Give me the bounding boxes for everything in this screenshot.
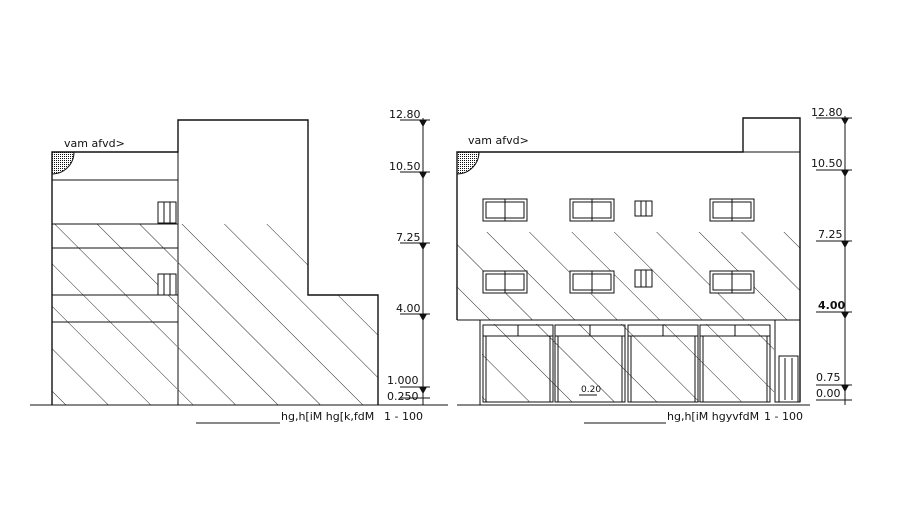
left-roof-dome-icon (51, 151, 75, 175)
right-level-4-00: 4.00 (818, 299, 845, 312)
left-elevation-scale: 1 - 100 (384, 410, 423, 423)
right-windows-first-floor (482, 198, 755, 222)
right-level-7-25: 7.25 (818, 228, 843, 241)
right-level-0-75: 0.75 (816, 371, 841, 384)
right-entrance-door (778, 355, 799, 403)
left-elevation: vam afvd> 12.80 10.50 7.25 4.00 1.000 0.… (30, 108, 448, 424)
right-windows-ground-floor (482, 269, 755, 294)
right-level-10-50: 10.50 (811, 157, 843, 170)
right-elevation: 0.20 vam afvd> 12.80 10.50 7.25 4.00 0.7… (456, 106, 852, 424)
right-building-outline (456, 117, 801, 402)
right-elevation-title: hg,h[iM hgyvfdM (667, 410, 759, 423)
left-level-7-25: 7.25 (396, 231, 421, 244)
right-roof-note: vam afvd> (468, 134, 529, 147)
right-door-height-note: 0.20 (581, 385, 601, 395)
right-level-0-00: 0.00 (816, 387, 841, 400)
right-roof-dome-icon (456, 151, 480, 175)
left-hatch-tower (178, 224, 378, 405)
left-level-10-50: 10.50 (389, 160, 421, 173)
right-shopfront-bays (482, 324, 771, 403)
left-window-lower (157, 273, 177, 296)
right-elevation-scale: 1 - 100 (764, 410, 803, 423)
left-level-4-00: 4.00 (396, 302, 421, 315)
right-level-12-80: 12.80 (811, 106, 843, 119)
left-level-1-000: 1.000 (387, 374, 419, 387)
left-level-12-80: 12.80 (389, 108, 421, 121)
left-level-ticks (400, 119, 430, 399)
left-level-0-250: 0.250 (387, 390, 419, 403)
left-elevation-title: hg,h[iM hg[k,fdM (281, 410, 374, 423)
left-window-upper (157, 201, 177, 224)
left-roof-note: vam afvd> (64, 137, 125, 150)
left-hatch-lower-block (52, 224, 177, 405)
right-level-ticks (816, 117, 852, 401)
